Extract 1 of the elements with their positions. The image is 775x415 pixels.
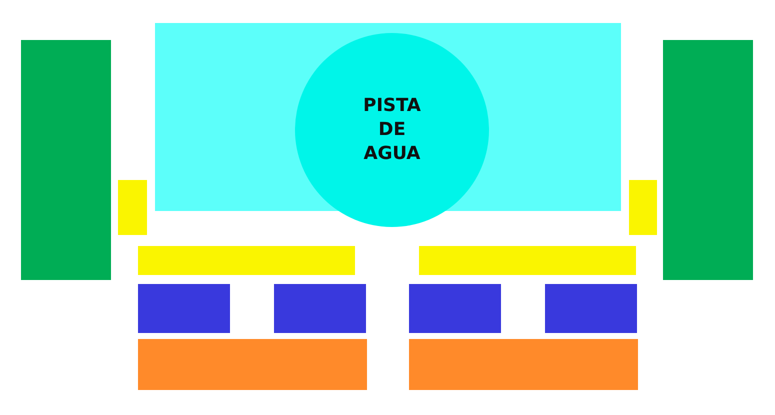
area-label: PISTA DE AGUA bbox=[362, 94, 422, 166]
